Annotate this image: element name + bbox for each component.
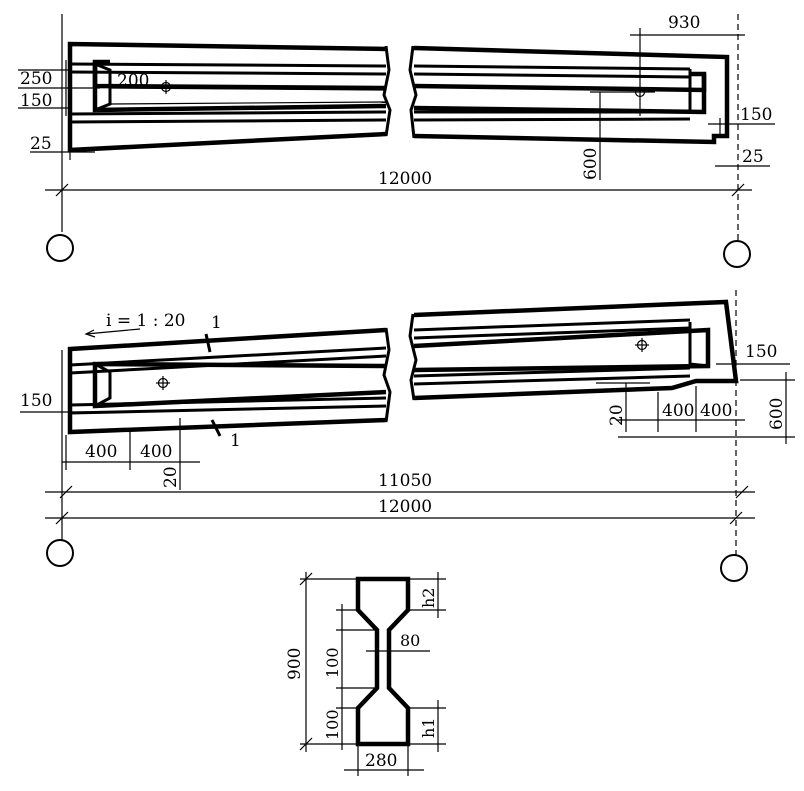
top-dim-600: 600 — [581, 148, 601, 180]
bottom-pocket-right-chamfer — [688, 322, 709, 368]
top-flange-line-6 — [413, 72, 691, 79]
bottom-dim-400-b: 400 — [140, 442, 172, 462]
top-flange-line-8 — [413, 117, 691, 122]
cross-section: 900 100 100 80 h2 h1 280 — [285, 572, 446, 776]
bottom-flange-line-6 — [413, 326, 691, 340]
top-flange-line-1 — [69, 62, 387, 68]
section-mark-top: 1 — [211, 313, 222, 333]
bottom-axis-marker-left — [46, 539, 74, 567]
top-hole-right — [590, 28, 655, 116]
section-dim-900: 900 — [285, 648, 305, 680]
top-pocket-left-chamfer — [94, 62, 112, 112]
top-hole-left — [159, 80, 173, 94]
bottom-dim-600: 600 — [767, 398, 787, 430]
top-dim-25-right: 25 — [742, 147, 764, 167]
bottom-dim-150-left: 150 — [20, 391, 52, 411]
top-dim-250: 250 — [20, 69, 52, 89]
top-break-left — [382, 45, 392, 137]
bottom-hole-left — [156, 376, 170, 390]
bottom-beam-outline-left — [67, 327, 387, 435]
section-dim-h2: h2 — [419, 588, 438, 608]
bottom-beam-view: i = 1 : 20 1 1 150 400 400 20 150 20 400… — [20, 290, 795, 582]
section-dim-80: 80 — [400, 631, 420, 650]
section-dim-100-bottom: 100 — [323, 709, 342, 740]
bottom-break-right — [408, 313, 418, 401]
bottom-pocket-left-chamfer — [94, 362, 112, 408]
top-flange-line-3 — [69, 110, 387, 116]
bottom-pocket-left — [92, 361, 387, 409]
section-cut-bottom — [210, 419, 222, 437]
top-dim-930: 930 — [668, 13, 700, 33]
top-flange-line-4 — [69, 118, 387, 124]
bottom-flange-line-5 — [413, 318, 691, 332]
top-beam-outline-right — [413, 45, 730, 145]
top-pocket-left-inner-2 — [109, 101, 387, 105]
slope-arrow — [85, 328, 141, 335]
top-dim-25-left: 25 — [30, 134, 52, 154]
section-dim-280: 280 — [365, 751, 397, 771]
bottom-dim-150-right: 150 — [745, 342, 777, 362]
top-flange-line-2 — [69, 70, 387, 76]
bottom-axis-marker-right — [720, 554, 748, 582]
top-dim-150-left: 150 — [20, 91, 52, 111]
bottom-dim-400-c: 400 — [662, 401, 694, 421]
top-beam-view: 250 200 150 25 930 150 600 25 12000 — [18, 13, 775, 268]
bottom-dim-400-a: 400 — [85, 442, 117, 462]
bottom-dim-20-right: 20 — [607, 404, 627, 426]
slope-arrow-head — [84, 329, 96, 338]
bottom-break-left — [382, 327, 392, 423]
top-flange-line-5 — [413, 64, 691, 71]
bottom-dim-20-left: 20 — [161, 466, 181, 488]
bottom-flange-line-8 — [413, 374, 691, 386]
top-dim-12000: 12000 — [378, 169, 432, 189]
section-dim-100-top: 100 — [323, 647, 342, 678]
i-beam-section — [355, 576, 411, 747]
bottom-flange-line-4 — [69, 404, 387, 415]
section-cut-top — [204, 333, 212, 353]
top-pocket-left-inner-1 — [109, 87, 387, 91]
bottom-beam-outline-right — [413, 299, 739, 401]
bottom-hole-right — [635, 338, 649, 352]
bottom-dim-12000: 12000 — [378, 497, 432, 517]
top-pocket-right-b — [413, 74, 707, 115]
top-break-right — [408, 45, 418, 139]
top-pocket-right-chamfer — [688, 69, 704, 114]
bottom-pocket-right — [413, 327, 711, 373]
top-dim-200: 200 — [117, 71, 149, 91]
bottom-dim-11050: 11050 — [378, 471, 432, 491]
top-axis-marker-left — [46, 234, 74, 262]
bottom-flange-line-7 — [413, 366, 691, 378]
section-mark-bottom: 1 — [230, 431, 241, 451]
bottom-dim-400-d: 400 — [700, 401, 732, 421]
top-dim-150-right: 150 — [740, 105, 772, 125]
slope-label: i = 1 : 20 — [106, 311, 185, 331]
section-dim-h1: h1 — [419, 718, 438, 738]
top-beam-outline-left — [67, 41, 387, 153]
top-axis-marker-right — [723, 240, 751, 268]
